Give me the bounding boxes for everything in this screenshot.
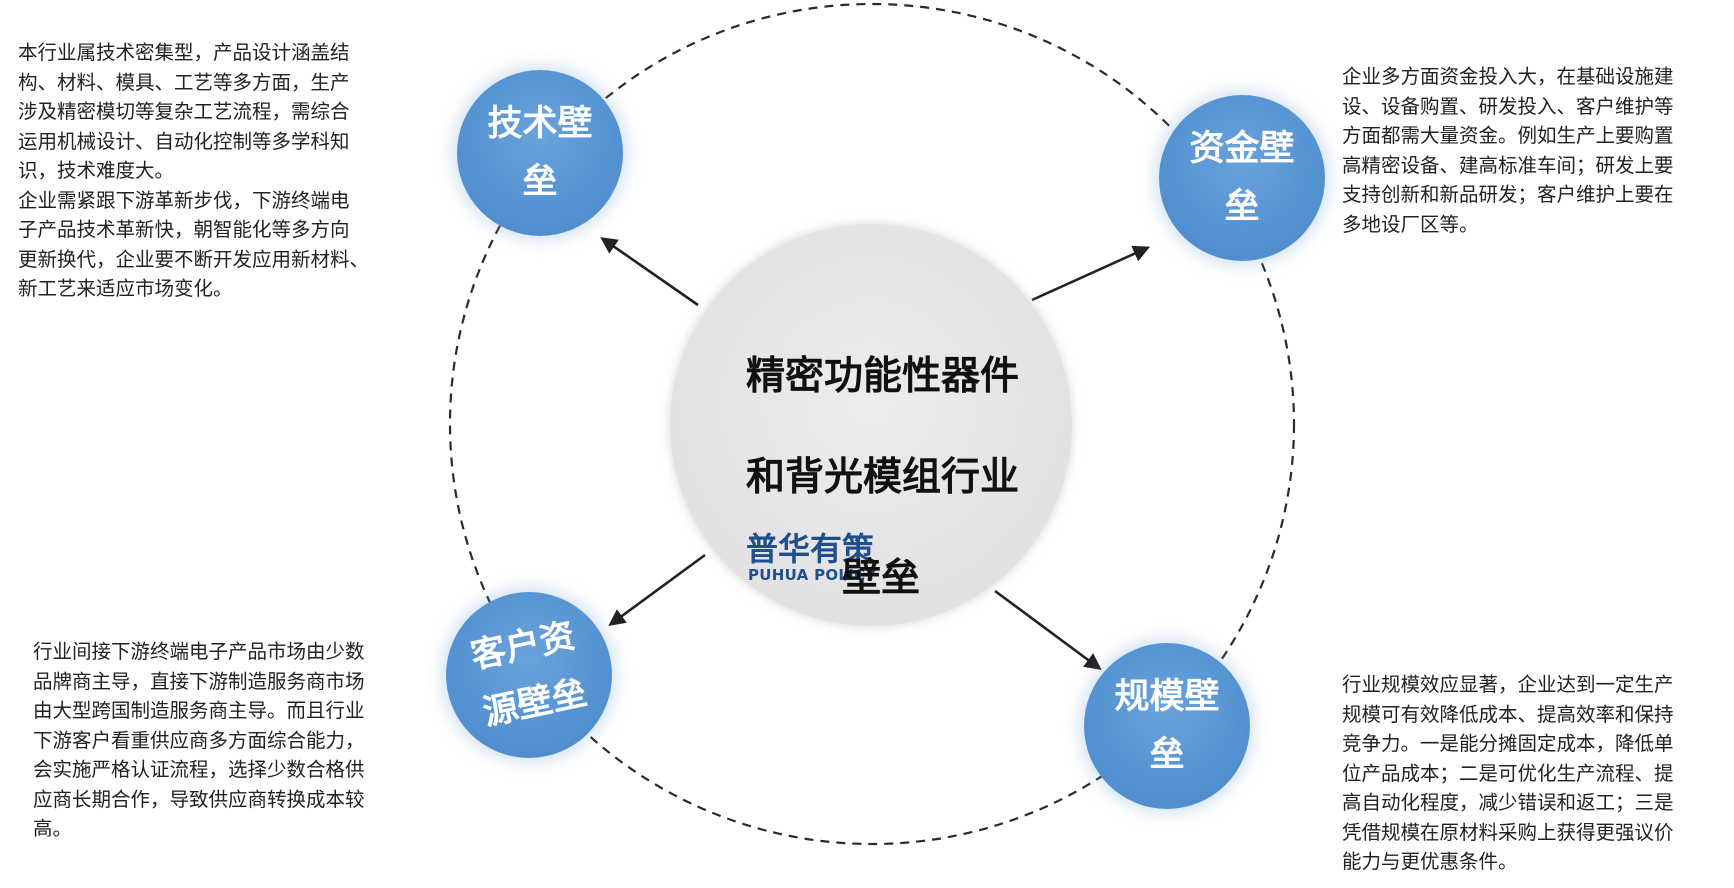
center-title-line-2: 和背光模组行业 (746, 455, 1020, 500)
center-title-line-3: 壁垒 (842, 556, 921, 601)
customer-barrier-node: 客户资 源壁垒 (446, 592, 612, 758)
customer-barrier-description: 行业间接下游终端电子产品市场由少数 品牌商主导，直接下游制造服务商市场 由大型跨… (33, 640, 365, 840)
outer-dashed-ring (448, 2, 1296, 846)
scale-barrier-node: 规模壁 垒 (1084, 643, 1250, 809)
center-topic-circle (670, 224, 1072, 626)
capital-barrier-node: 资金壁 垒 (1159, 95, 1325, 261)
tech-barrier-description: 本行业属技术密集型，产品设计涵盖结 构、材料、模具、工艺等多方面，生产 涉及精密… (18, 41, 370, 300)
customer-barrier-label: 客户资 源壁垒 (467, 616, 591, 734)
tech-barrier-label: 技术壁 垒 (487, 104, 593, 202)
arrow-to-tech (600, 237, 699, 307)
arrow-to-capital (1031, 245, 1151, 302)
watermark-logo-text: 普华有策 (746, 530, 875, 568)
capital-barrier-description: 企业多方面资金投入大，在基础设施建 设、设备购置、研发投入、客户维护等 方面都需… (1342, 65, 1674, 236)
tech-barrier-node: 技术壁 垒 (457, 70, 623, 236)
watermark-logo-subtext: PUHUA POLICY (748, 566, 877, 584)
arrow-to-scale (994, 589, 1102, 671)
scale-barrier-label: 规模壁 垒 (1114, 677, 1220, 775)
arrow-to-customer (608, 553, 706, 627)
center-title-line-1: 精密功能性器件 (746, 354, 1020, 399)
capital-barrier-label: 资金壁 垒 (1189, 129, 1295, 227)
scale-barrier-description: 行业规模效应显著，企业达到一定生产 规模可有效降低成本、提高效率和保持 竞争力。… (1342, 673, 1674, 873)
